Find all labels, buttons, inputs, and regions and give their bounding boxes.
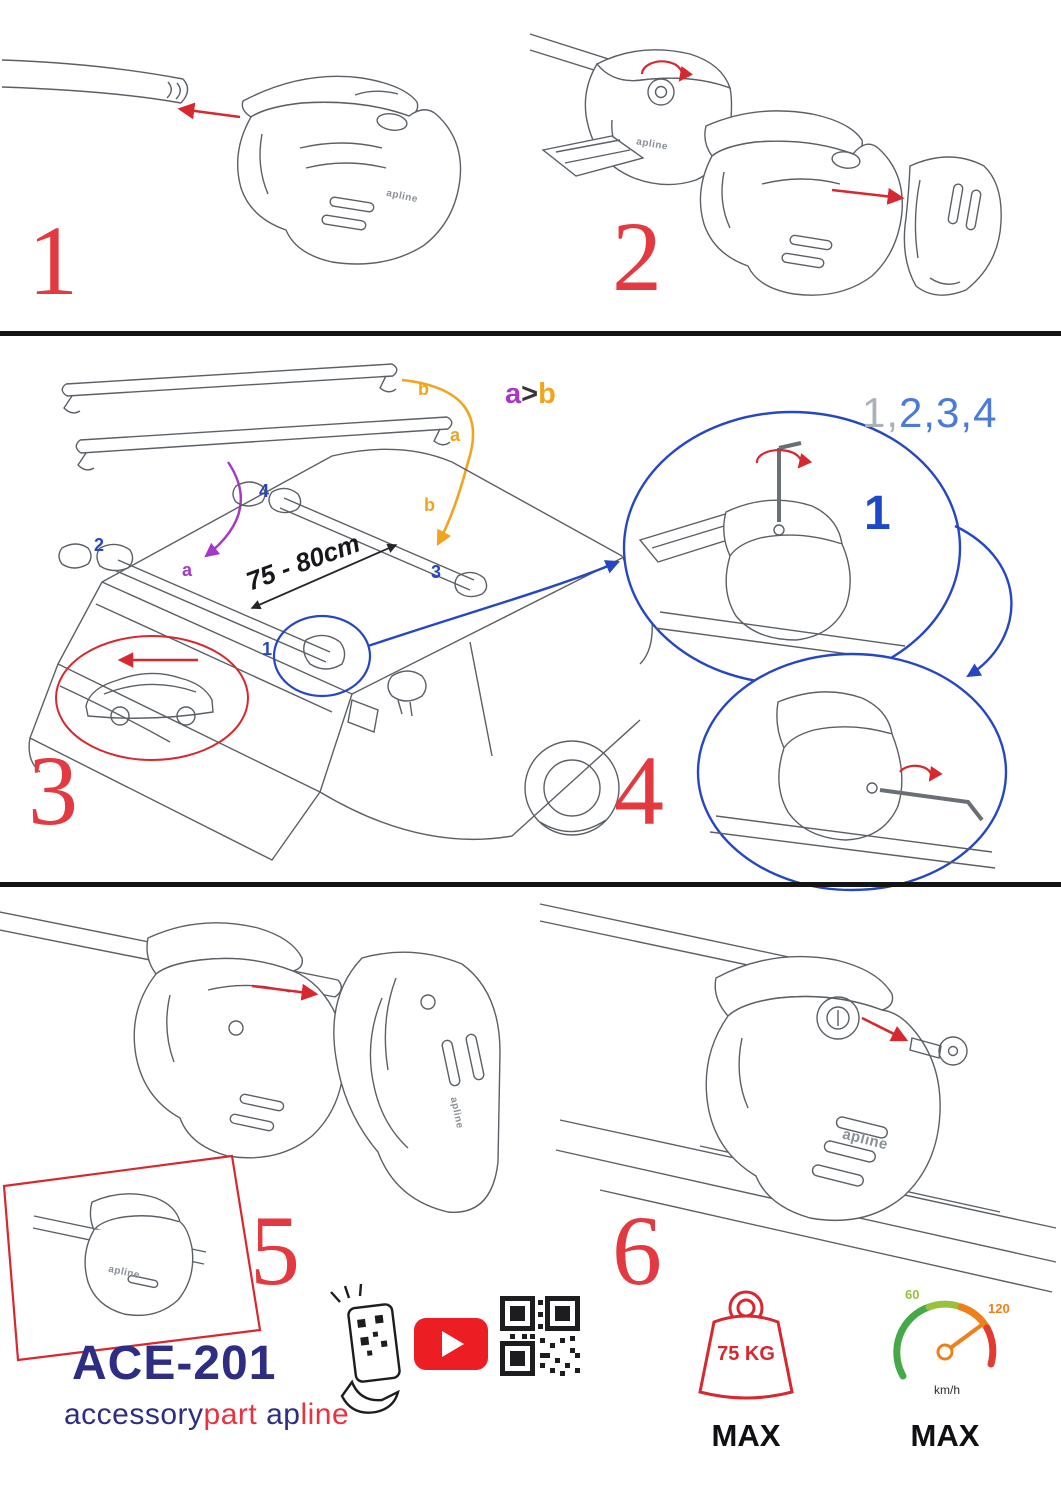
- step1-illustration: [1, 59, 462, 265]
- install-order-note: a>b: [505, 380, 556, 409]
- max-weight-label: MAX: [711, 1418, 781, 1453]
- model-number: ACE-201: [72, 1337, 277, 1390]
- max-weight-icon: [698, 1290, 794, 1400]
- order-b: b: [538, 378, 556, 410]
- brand-wordmark: accessorypart apline: [64, 1400, 349, 1430]
- max-weight-value: 75 KG: [717, 1343, 775, 1365]
- step5-illustration: [0, 911, 501, 1362]
- brand-ap: ap: [266, 1398, 301, 1431]
- youtube-icon: [414, 1318, 488, 1370]
- step-5-number: 5: [250, 1195, 300, 1306]
- foot-sequence-label: 1,2,3,4: [862, 392, 997, 434]
- speedometer-icon: [893, 1300, 997, 1380]
- position-3-label: 3: [431, 562, 442, 582]
- order-gt: >: [521, 378, 539, 410]
- step-4-number: 4: [614, 735, 664, 846]
- step2-illustration: [529, 33, 1002, 296]
- detail-callout-number: 1: [864, 487, 891, 540]
- speed-high-tick: 120: [988, 1301, 1010, 1316]
- step6-illustration: [539, 903, 1057, 1293]
- step-2-number: 2: [612, 201, 662, 312]
- speed-low-tick: 60: [905, 1287, 920, 1302]
- brand-space: [257, 1398, 266, 1431]
- phone-qr-scan-icon: [330, 1283, 401, 1414]
- step-3-number: 3: [28, 735, 78, 846]
- roof-bar-b-label: b: [424, 495, 435, 515]
- brand-accessory: accessory: [64, 1398, 204, 1431]
- sequence-blue-part: 2,3,4: [899, 389, 998, 436]
- roof-bar-a-label: a: [182, 560, 193, 580]
- section-divider-2: [0, 882, 1061, 887]
- max-speed-label: MAX: [910, 1418, 980, 1453]
- qr-code-icon: [500, 1296, 580, 1376]
- stack-bar-b-label: b: [418, 379, 429, 399]
- brand-line: line: [300, 1398, 350, 1431]
- section-divider-1: [0, 331, 1061, 336]
- stack-bar-a-label: a: [450, 425, 461, 445]
- brand-part: part: [203, 1398, 258, 1431]
- step4-illustration: [622, 410, 1013, 892]
- position-2-label: 2: [94, 535, 105, 555]
- step-6-number: 6: [612, 1195, 662, 1306]
- sequence-gray-part: 1,: [862, 389, 900, 436]
- step3-illustration: [28, 363, 653, 861]
- position-1-label: 1: [262, 639, 273, 659]
- step-1-number: 1: [28, 205, 78, 316]
- speed-unit-label: km/h: [933, 1383, 961, 1397]
- order-a: a: [505, 378, 522, 410]
- position-4-label: 4: [259, 481, 270, 501]
- footer-icons: [330, 1283, 997, 1414]
